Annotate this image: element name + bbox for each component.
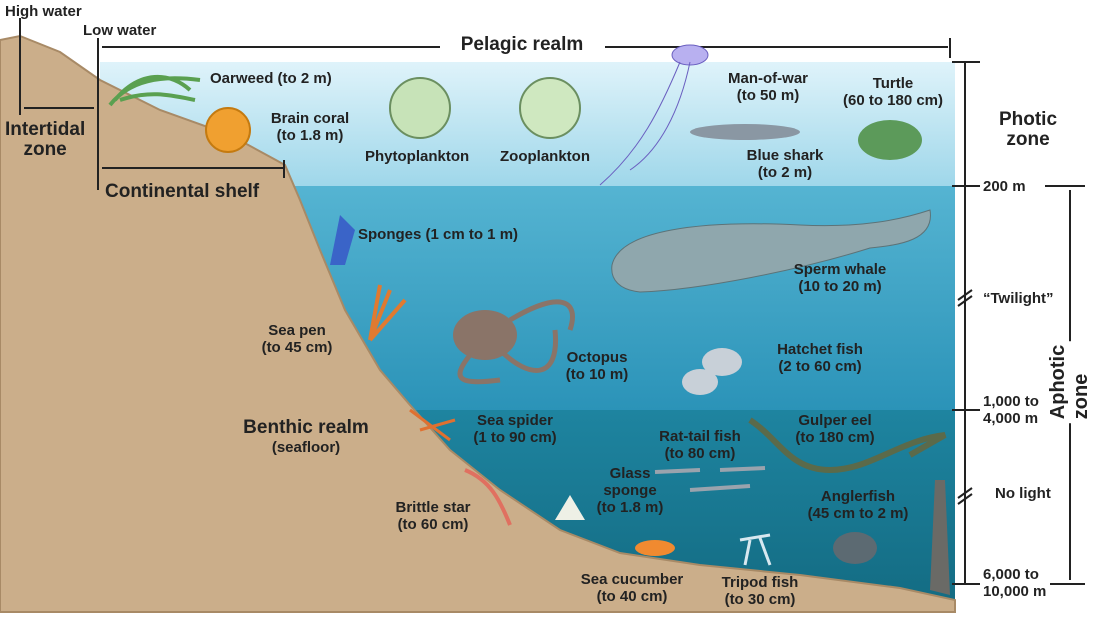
- octopus: [453, 310, 517, 360]
- blue-shark-label: Blue shark(to 2 m): [746, 147, 824, 181]
- sea-pen-label: Sea pen(to 45 cm): [261, 322, 333, 356]
- aphotic-zone-label: Aphotic zone: [1047, 340, 1093, 424]
- turtle: [858, 120, 922, 160]
- hatchet-fish: [702, 348, 742, 376]
- zooplankton-disc: [519, 77, 581, 139]
- oarweed: [108, 75, 201, 107]
- benthic-realm-label: Benthic realm(seafloor): [243, 417, 369, 457]
- sponges: [330, 215, 355, 265]
- brain-coral: [205, 107, 251, 153]
- depth-200-label: 200 m: [983, 178, 1029, 195]
- tripod-fish-label: Tripod fish(to 30 cm): [721, 574, 799, 608]
- brain-coral-label: Brain coral(to 1.8 m): [270, 110, 350, 144]
- zooplankton-label: Zooplankton: [500, 148, 590, 165]
- glass-sponge: [555, 495, 585, 520]
- gulper-eel-label: Gulper eel(to 180 cm): [795, 412, 875, 446]
- sea-pen: [368, 284, 407, 342]
- hatchet-fish-label: Hatchet fish(2 to 60 cm): [777, 341, 863, 375]
- seafloor: [0, 34, 956, 613]
- sperm-whale: [611, 209, 931, 293]
- phytoplankton-disc: [389, 77, 451, 139]
- hydrothermal-vents: [930, 480, 950, 595]
- octopus-label: Octopus(to 10 m): [565, 349, 629, 383]
- rat-tail-fish-label: Rat-tail fish(to 80 cm): [659, 428, 741, 462]
- oarweed-label: Oarweed (to 2 m): [210, 70, 332, 87]
- continental-shelf-label: Continental shelf: [105, 181, 260, 202]
- sea-spider-label: Sea spider(1 to 90 cm): [473, 412, 557, 446]
- man-of-war: [671, 44, 709, 66]
- anglerfish-label: Anglerfish(45 cm to 2 m): [807, 488, 909, 522]
- brittle-star: [464, 468, 512, 526]
- sea-spider: [409, 408, 456, 442]
- sea-cucumber: [635, 540, 675, 556]
- sponges-label: Sponges (1 cm to 1 m): [358, 226, 519, 243]
- tripod-fish: [739, 533, 772, 566]
- brittle-star-label: Brittle star(to 60 cm): [395, 499, 471, 533]
- high-water-label: High water: [5, 3, 82, 20]
- man-of-war-label: Man-of-war(to 50 m): [728, 70, 808, 104]
- twilight-label: “Twilight”: [983, 290, 1054, 307]
- pelagic-realm-label: Pelagic realm: [455, 35, 589, 55]
- phytoplankton-label: Phytoplankton: [365, 148, 470, 165]
- sea-cucumber-label: Sea cucumber(to 40 cm): [580, 571, 684, 605]
- no-light-label: No light: [995, 485, 1051, 502]
- turtle-label: Turtle(60 to 180 cm): [842, 75, 944, 109]
- gulper-eel: [748, 417, 947, 474]
- low-water-label: Low water: [83, 22, 157, 39]
- sperm-whale-label: Sperm whale(10 to 20 m): [793, 261, 887, 295]
- blue-shark: [690, 124, 800, 140]
- rat-tail-fish: [654, 466, 766, 492]
- anglerfish: [833, 532, 877, 564]
